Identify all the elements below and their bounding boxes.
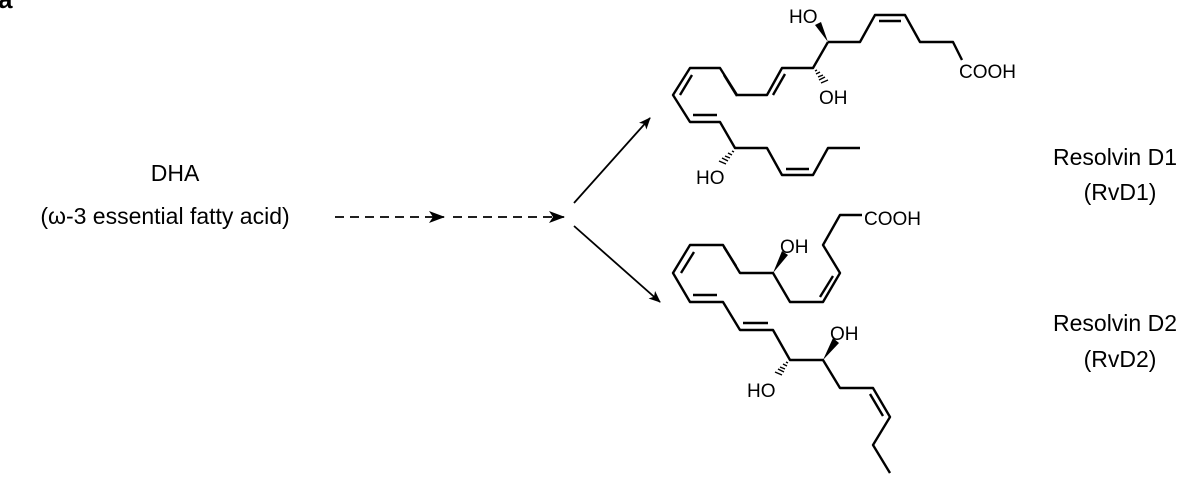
rvd1-name: Resolvin D1 (1053, 144, 1177, 170)
dha-description: (ω-3 essential fatty acid) (40, 203, 289, 229)
panel-label: a (0, 0, 13, 14)
rvd1-structure: HO OH HO COOH (671, 7, 1016, 189)
dha-label: DHA (151, 160, 200, 186)
rvd2-ho-left: HO (747, 381, 776, 402)
rvd1-ho-bottom: HO (696, 168, 725, 189)
arrow-to-rvd2 (573, 225, 661, 303)
rvd1-oh-mid: OH (819, 88, 848, 109)
rvd2-oh-top: OH (780, 237, 809, 258)
rvd2-abbr: (RvD2) (1084, 346, 1157, 372)
rvd1-cooh: COOH (959, 62, 1016, 83)
rvd2-structure: OH COOH OH HO (671, 209, 921, 474)
arrow-to-rvd1 (573, 117, 651, 204)
rvd1-abbr: (RvD1) (1084, 179, 1157, 205)
rvd2-name: Resolvin D2 (1053, 310, 1177, 336)
rvd2-oh-right: OH (830, 324, 859, 345)
rvd2-cooh: COOH (864, 209, 921, 230)
rvd1-ho-top: HO (789, 7, 818, 28)
